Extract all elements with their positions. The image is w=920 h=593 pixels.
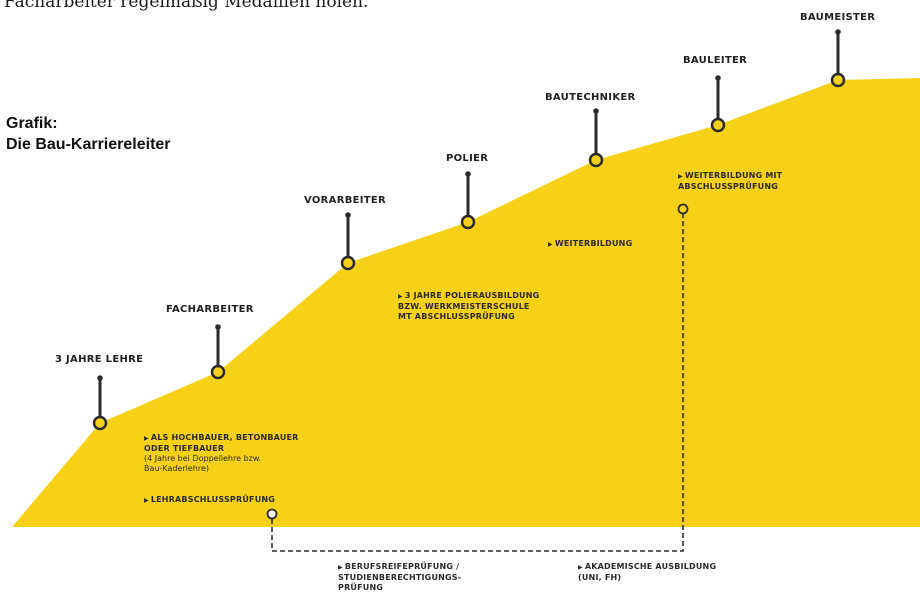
graphic-title-line1: Grafik: bbox=[6, 115, 58, 132]
stage-label-baumeister: BAUMEISTER bbox=[800, 12, 875, 23]
note-akademische-ausbildung: ▶AKADEMISCHE AUSBILDUNG (UNI, FH) bbox=[578, 562, 717, 582]
graphic-title-line2: Die Bau-Karriereleiter bbox=[6, 136, 171, 153]
stage-label-facharbeiter: FACHARBEITER bbox=[166, 304, 254, 315]
triangle-right-icon: ▶ bbox=[398, 293, 403, 300]
note-lehrabschlusspruefung: ▶LEHRABSCHLUSSPRÜFUNG bbox=[144, 495, 276, 504]
triangle-right-icon: ▶ bbox=[678, 173, 683, 180]
circle-pin-icon bbox=[830, 72, 846, 88]
triangle-right-icon: ▶ bbox=[578, 564, 583, 571]
circle-pin-icon bbox=[92, 415, 108, 431]
note-berufsreife: ▶BERUFSREIFEPRÜFUNG / STUDIENBERECHTIGUN… bbox=[338, 562, 462, 592]
circle-pin-icon bbox=[710, 117, 726, 133]
dashed-connector-line bbox=[271, 213, 684, 552]
stage-label-vorarbeiter: VORARBEITER bbox=[304, 195, 386, 206]
stage-pin-vorarbeiter: VORARBEITER bbox=[304, 195, 386, 271]
circle-pin-icon bbox=[210, 364, 226, 380]
note-polierausbildung: ▶3 JAHRE POLIERAUSBILDUNG BZW. WERKMEIST… bbox=[398, 291, 540, 321]
circle-pin-icon bbox=[340, 255, 356, 271]
circle-pin-icon bbox=[588, 152, 604, 168]
intro-text: Facharbeiter regelmäßig Medaillen holen. bbox=[4, 0, 369, 12]
stage-pin-bauleiter: BAULEITER bbox=[683, 55, 747, 133]
connector-start-circle-icon bbox=[266, 508, 278, 520]
note-weiterbildung-pruefung: ▶WEITERBILDUNG MIT ABSCHLUSSPRÜFUNG bbox=[678, 171, 783, 191]
stage-label-polier: POLIER bbox=[446, 153, 488, 164]
career-hill-shape bbox=[12, 78, 920, 527]
triangle-right-icon: ▶ bbox=[144, 497, 149, 504]
stage-label-bauleiter: BAULEITER bbox=[683, 55, 747, 66]
stage-label-lehre: 3 JAHRE LEHRE bbox=[55, 354, 143, 365]
stage-pin-facharbeiter: FACHARBEITER bbox=[166, 304, 254, 380]
note-weiterbildung: ▶WEITERBILDUNG bbox=[548, 239, 633, 248]
stage-pin-lehre: 3 JAHRE LEHRE bbox=[55, 354, 143, 431]
connector-end-circle-icon bbox=[677, 203, 689, 215]
triangle-right-icon: ▶ bbox=[548, 241, 553, 248]
stage-pin-polier: POLIER bbox=[446, 153, 488, 230]
circle-pin-icon bbox=[460, 214, 476, 230]
triangle-right-icon: ▶ bbox=[144, 435, 149, 442]
triangle-right-icon: ▶ bbox=[338, 564, 343, 571]
note-lehre: ▶ALS HOCHBAUER, BETONBAUER ODER TIEFBAUE… bbox=[144, 433, 299, 473]
stage-pin-baumeister: BAUMEISTER bbox=[800, 12, 875, 88]
stage-pin-bautechniker: BAUTECHNIKER bbox=[545, 92, 636, 168]
graphic-title: Grafik: Die Bau-Karriereleiter bbox=[6, 113, 171, 155]
stage-label-bautechniker: BAUTECHNIKER bbox=[545, 92, 636, 103]
